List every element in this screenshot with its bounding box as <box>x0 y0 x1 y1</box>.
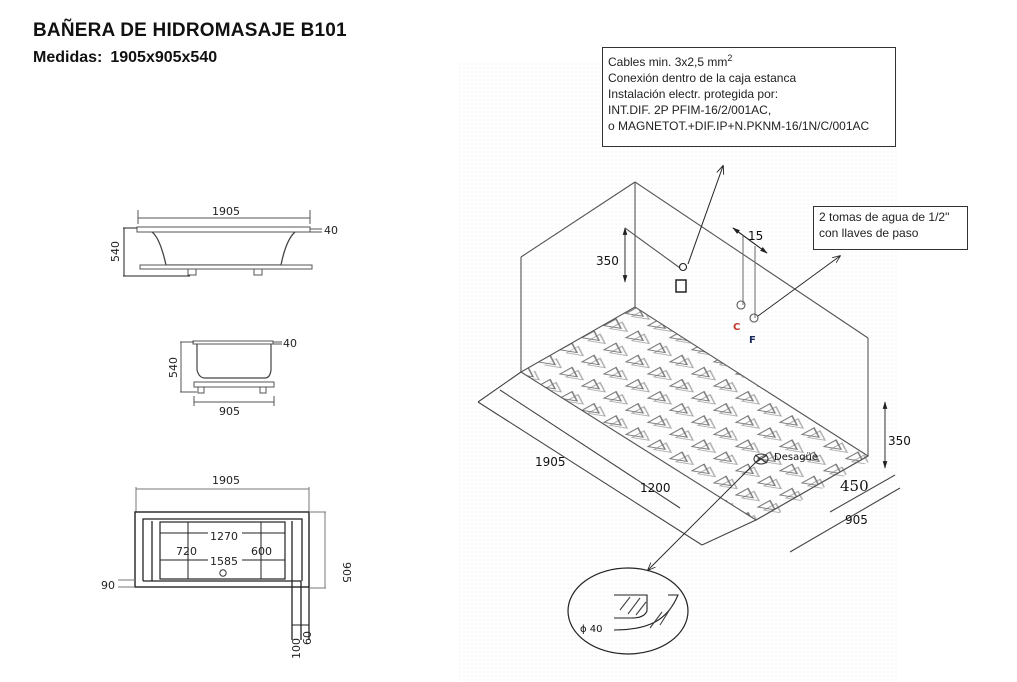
iso-length-label: 1905 <box>535 455 566 469</box>
electrical-note-line2: Conexión dentro de la caja estanca <box>608 71 797 85</box>
svg-text:60: 60 <box>301 631 314 645</box>
electrical-note-line4: INT.DIF. 2P PFIM-16/2/001AC, <box>608 103 772 117</box>
svg-text:600: 600 <box>251 545 272 558</box>
hot-water-label: C <box>733 322 740 333</box>
drain-label: Desagüe <box>774 452 818 463</box>
drain-side-label: 450 <box>840 477 869 495</box>
svg-text:90: 90 <box>101 579 115 592</box>
cold-water-label: F <box>749 335 756 346</box>
corner-height-label: 350 <box>888 434 911 448</box>
side-view: 1905 40 540 <box>109 205 338 277</box>
svg-text:905: 905 <box>340 562 353 583</box>
end-view: 40 540 905 <box>167 337 297 418</box>
side-length-label: 1905 <box>212 205 240 218</box>
drain-diameter-label: ϕ 40 <box>580 624 603 635</box>
water-note-line1: 2 tomas de agua de 1/2" <box>819 210 950 224</box>
water-note: 2 tomas de agua de 1/2" con llaves de pa… <box>813 206 968 250</box>
svg-text:1270: 1270 <box>210 530 238 543</box>
socket-height-label: 350 <box>596 254 619 268</box>
electrical-note-line5: o MAGNETOT.+DIF.IP+N.PKNM-16/1N/C/001AC <box>608 119 870 133</box>
svg-text:540: 540 <box>167 357 180 378</box>
svg-text:1585: 1585 <box>210 555 238 568</box>
measures-line: Medidas: 1905x905x540 <box>33 49 217 67</box>
plan-view: 1905 1270 1585 720 600 905 90 100 60 <box>101 474 353 659</box>
water-note-line2: con llaves de paso <box>819 226 919 240</box>
electrical-note-line1: Cables min. 3x2,5 mm <box>608 55 728 69</box>
iso-width-label: 905 <box>845 513 868 527</box>
svg-text:40: 40 <box>324 224 338 237</box>
svg-text:100: 100 <box>290 638 303 659</box>
svg-text:540: 540 <box>109 241 122 262</box>
electrical-note: Cables min. 3x2,5 mm2 Conexión dentro de… <box>602 47 896 147</box>
svg-text:1905: 1905 <box>212 474 240 487</box>
svg-text:40: 40 <box>283 337 297 350</box>
tap-spacing-label: 15 <box>748 229 763 243</box>
svg-text:720: 720 <box>176 545 197 558</box>
drain-offset-label: 1200 <box>640 481 671 495</box>
electrical-note-line3: Instalación electr. protegida por: <box>608 87 779 101</box>
measures-value: 1905x905x540 <box>110 49 218 66</box>
isometric-view <box>477 166 901 655</box>
page-title: BAÑERA DE HIDROMASAJE B101 <box>33 20 347 41</box>
measures-label: Medidas: <box>33 49 103 66</box>
svg-text:905: 905 <box>219 405 240 418</box>
